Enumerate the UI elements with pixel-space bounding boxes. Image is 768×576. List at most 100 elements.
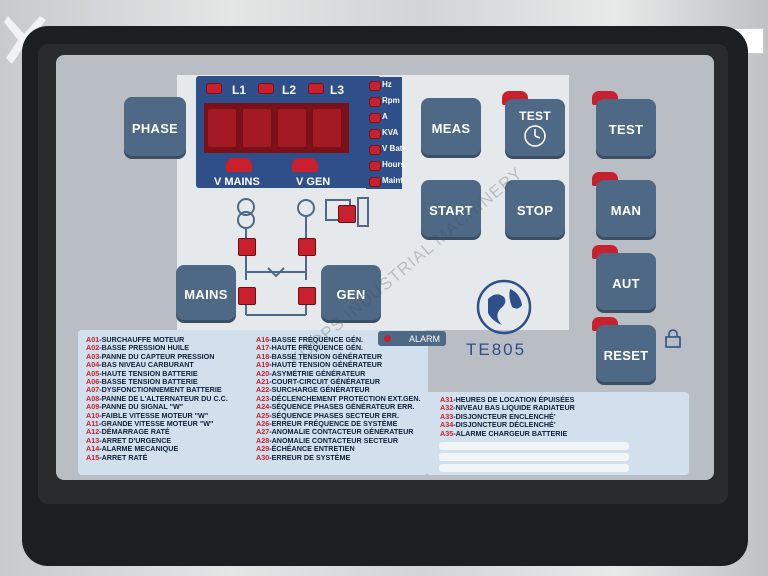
stop-button[interactable]: STOP [505,180,565,240]
alarm-item: A07-DYSFONCTIONNEMENT BATTERIE [86,385,222,395]
alarm-item: A04-BAS NIVEAU CARBURANT [86,360,194,370]
alarm-item: A35-ALARME CHARGEUR BATTERIE [440,428,568,438]
unit-led [369,129,381,139]
lock-icon [665,329,681,348]
alarm-list-col1: A01-SURCHAUFFE MOTEUR A02-BASSE PRESSION… [86,335,228,462]
phase-led-l3 [308,83,324,94]
alarm-item: A30-ERREUR DE SYSTÈME [256,452,351,462]
diagram-lines [245,256,307,316]
unit-maint: Maint [368,175,403,189]
alarm-indicator: ALARM [378,331,446,346]
alarm-item: A10-FAIBLE VITESSE MOTEUR "W" [86,410,209,420]
alarm-item: A25-SÉQUENCE PHASES SECTEUR ERR. [256,410,399,420]
alarm-item: A18-BASSE TENSION GÉNÉRATEUR [256,351,383,361]
v-gen-led [292,158,318,172]
alarm-item: A19-HAUTE TENSION GÉNÉRATEUR [256,360,383,370]
man-button[interactable]: MAN [596,180,656,240]
unit-hours: Hours [368,159,405,173]
unit-hz: Hz [368,79,400,93]
unit-vbatt: V Batt [368,143,405,157]
gen-status-led [298,238,316,256]
gen-breaker-led [298,287,316,305]
alarm-item: A03-PANNE DU CAPTEUR PRESSION [86,351,215,361]
alarm-item: A22-SURCHARGE GÉNÉRATEUR [256,385,370,395]
aut-button[interactable]: AUT [596,253,656,313]
alarm-item: A26-ERREUR FRÉQUENCE DE SYSTÈME [256,419,398,429]
alarm-item: A21-COURT-CIRCUIT GÉNÉRATEUR [256,377,381,387]
v-gen-label: V GEN [296,176,331,188]
alarm-label: ALARM [408,333,440,344]
brand-label: TE805 [466,340,527,359]
alarm-item: A11-GRANDE VITESSE MOTEUR "W" [86,419,214,429]
alarm-item: A23-DÉCLENCHEMENT PROTECTION EXT.GEN. [256,393,421,403]
alarm-item: A34-DISJONCTEUR DÉCLENCHÉ' [440,420,556,430]
unit-a: A [368,111,400,125]
unit-led [369,113,381,123]
unit-kva: KVA [368,127,400,141]
alarm-list-col3: A31-HEURES DE LOCATION ÉPUISÉES A32-NIVE… [440,395,575,438]
alarm-item: A09-PANNE DU SIGNAL "W" [86,402,184,412]
alarm-item: A24-SÉQUENCE PHASES GÉNÉRATEUR ERR. [256,402,415,412]
test-button[interactable]: TEST [596,99,656,159]
alarm-item: A08-PANNE DE L'ALTERNATEUR DU C.C. [86,393,228,403]
alarm-item: A17-HAUTE FRÉQUENCE GÉN. [256,343,364,353]
generator-icon [297,199,315,240]
mains-status-led [238,238,256,256]
test-panel-label: TEST [519,109,551,123]
blank-alarm-slot [439,442,629,450]
power-diagram [237,197,369,316]
unit-led [369,81,381,91]
phase-led-l1 [206,83,222,94]
alarm-list-area-right [426,392,689,475]
alarm-list-col2: A16-BASSE FRÉQUENCE GÉN. A17-HAUTE FRÉQU… [256,335,421,462]
unit-rpm: Rpm [368,95,400,109]
mains-button[interactable]: MAINS [176,265,236,323]
start-button[interactable]: START [421,180,481,240]
reset-button[interactable]: RESET [596,325,656,385]
engine-led [338,205,356,223]
control-panel: L1 L2 L3 V MAINS V GEN Hz Rpm A KVA V Ba… [56,55,714,480]
alarm-list-area [78,330,428,475]
phase-l3-label: L3 [330,83,345,97]
alarm-item: A28-ANOMALIE CONTACTEUR SECTEUR [256,435,399,445]
alarm-item: A14-ALARME MECANIQUE [86,444,179,454]
alarm-item: A02-BASSE PRESSION HUILE [86,343,190,353]
alarm-item: A29-ÉCHÉANCE ENTRETIEN [256,444,355,454]
blank-alarm-slot [439,464,629,472]
alarm-item: A12-DÉMARRAGE RATÉ [86,427,170,437]
seven-segment-display [204,103,349,153]
v-mains-label: V MAINS [214,176,260,188]
alarm-item: A31-HEURES DE LOCATION ÉPUISÉES [440,395,575,404]
blank-alarm-slot [439,453,629,461]
gen-button[interactable]: GEN [321,265,381,323]
alarm-item: A06-BASSE TENSION BATTERIE [86,377,198,387]
alarm-item: A05-HAUTE TENSION BATTERIE [86,368,198,378]
mains-breaker-led [238,287,256,305]
alarm-item: A01-SURCHAUFFE MOTEUR [86,335,185,344]
test-panel-button[interactable]: TEST [505,99,565,159]
alarm-item: A13-ARRET D'URGENCE [86,435,172,445]
unit-led [369,177,381,187]
alarm-item: A33-DISJONCTEUR ENCLENCHÉ' [440,411,556,421]
alarm-item: A27-ANOMALIE CONTACTEUR GÉNÉRATEUR [256,427,414,437]
clock-icon [524,125,546,147]
alarm-item: A15-ARRET RATÉ [86,452,148,462]
unit-led [369,145,381,155]
display-digit [278,109,306,147]
phase-l1-label: L1 [232,83,247,97]
alarm-led [384,335,391,342]
units-column: Hz Rpm A KVA V Batt Hours Maint [366,77,405,189]
display-digit [243,109,271,147]
phase-l2-label: L2 [282,83,297,97]
battery-icon [357,197,369,227]
globe-icon [476,279,532,335]
meas-button[interactable]: MEAS [421,98,481,158]
alarm-item: A20-ASYMÉTRIE GÉNÉRATEUR [256,368,366,378]
alarm-item: A32-NIVEAU BAS LIQUIDE RADIATEUR [440,403,575,413]
display-digit [208,109,236,147]
display-digit [313,109,341,147]
phase-button[interactable]: PHASE [124,97,186,159]
alarm-item: A16-BASSE FRÉQUENCE GÉN. [256,335,364,344]
unit-led [369,161,381,171]
phase-led-l2 [258,83,274,94]
